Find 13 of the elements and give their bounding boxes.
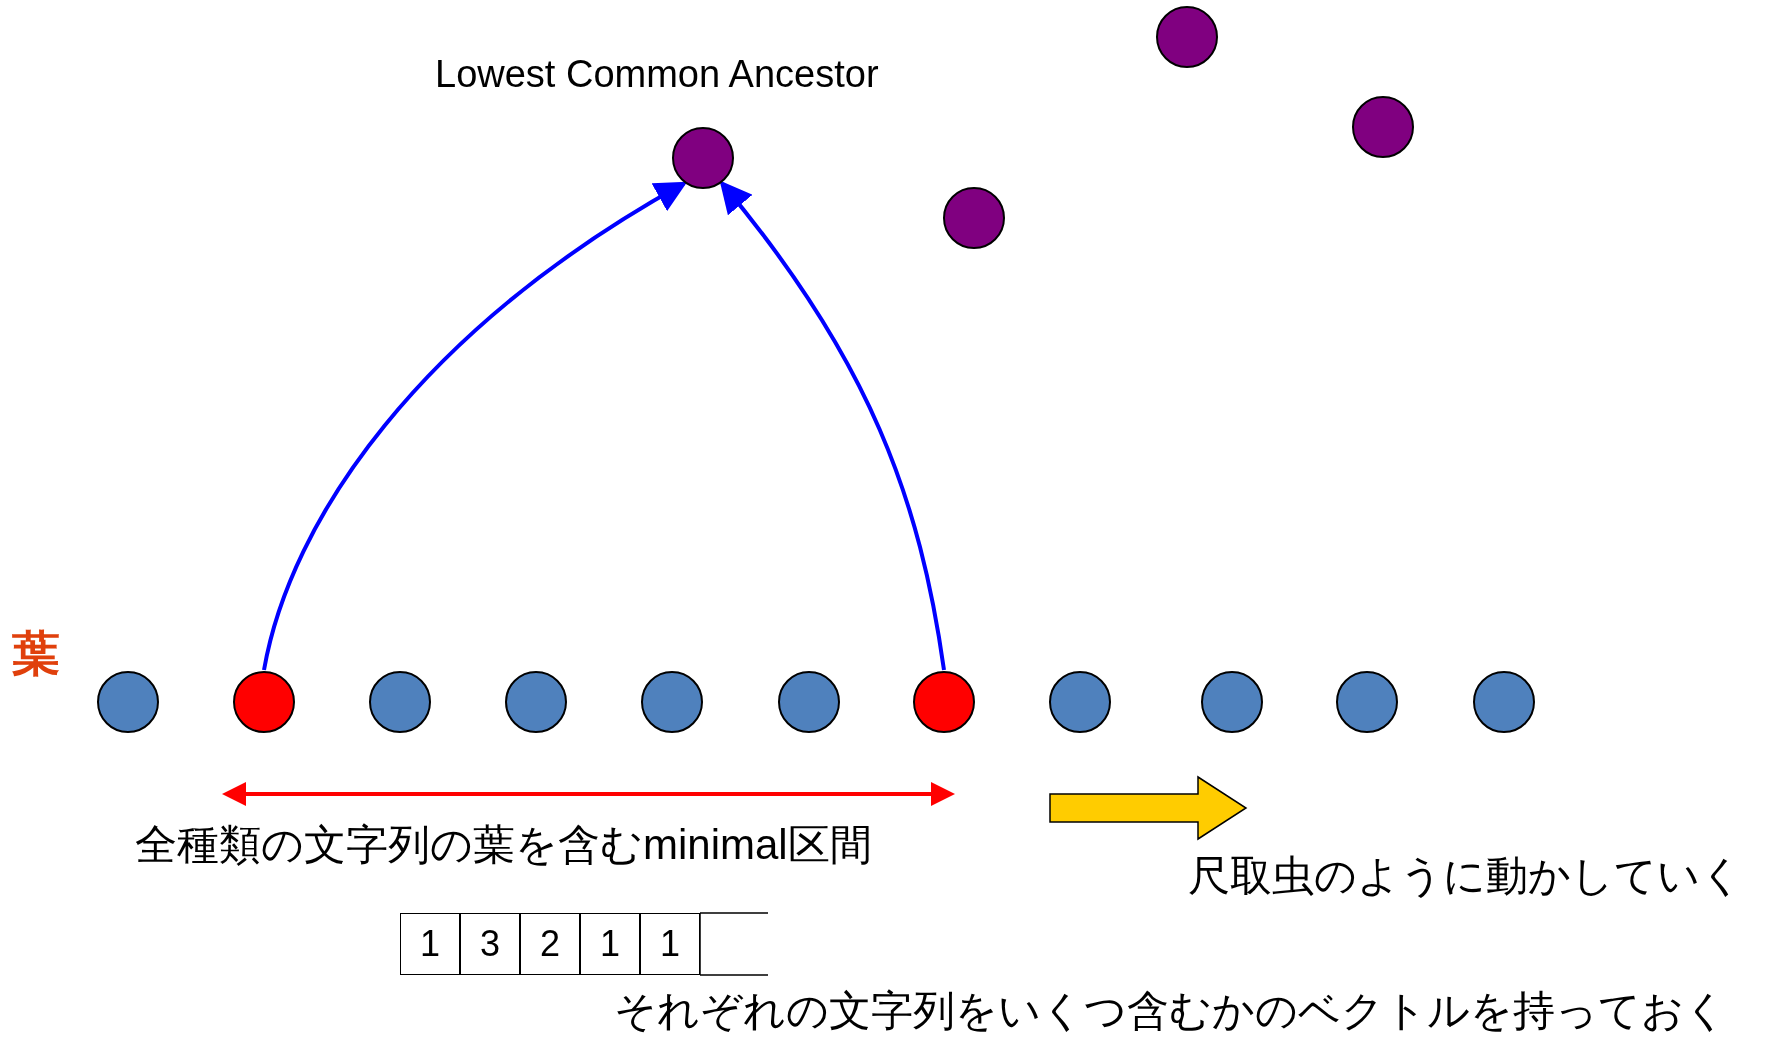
table-cell: 1 (400, 913, 460, 975)
table-cell: 3 (460, 913, 520, 975)
arrow (262, 181, 688, 671)
heading-label: Lowest Common Ancestor (435, 54, 879, 96)
caption-text: それぞれの文字列をいくつ含むかのベクトルを持っておく (614, 988, 1727, 1035)
side-label: 葉 (12, 628, 60, 681)
circle-node (672, 127, 734, 189)
table-cell: 1 (640, 913, 700, 975)
table-cell: 1 (580, 913, 640, 975)
table-cell: 2 (520, 913, 580, 975)
caption-text: 尺取虫のように動かしていく (1188, 853, 1743, 900)
arrow (719, 180, 946, 671)
caption-text: 全種類の文字列の葉を含むminimal区間 (135, 822, 872, 869)
